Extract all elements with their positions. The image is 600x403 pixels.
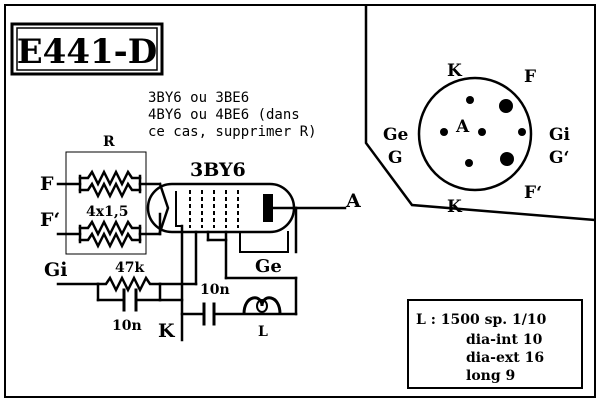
coil-spec-line2: dia-int 10 <box>466 332 543 348</box>
tube-3by6: 3BY6 <box>146 159 298 234</box>
resistor-bank-label: R <box>103 134 115 150</box>
socket-pin-a <box>478 128 486 136</box>
socket-pin-ge <box>440 128 448 136</box>
tube-name: 3BY6 <box>190 159 246 181</box>
tube-note: 3BY6 ou 3BE6 4BY6 ou 4BE6 (dans ce cas, … <box>148 90 317 140</box>
label-a: A <box>345 190 361 212</box>
label-47k: 47k <box>115 260 144 276</box>
label-k: K <box>158 320 176 342</box>
socket-pin-k-bottom <box>465 159 473 167</box>
coil-spec-box: L : 1500 sp. 1/10 dia-int 10 dia-ext 16 … <box>407 299 583 389</box>
tube-note-line2: 4BY6 ou 4BE6 (dans <box>148 107 300 123</box>
socket-label-ge: Ge <box>383 125 409 145</box>
resistor-bank-r: R 4x1,5 <box>65 134 147 255</box>
socket-label-k-bottom: K <box>447 197 463 217</box>
socket-label-gi: Gi <box>549 125 571 145</box>
coil-spec-line1: L : 1500 sp. 1/10 <box>416 312 547 328</box>
socket-label-a: A <box>455 117 470 137</box>
socket-label-g: G <box>388 148 403 168</box>
socket-pin-f-bottom <box>500 152 514 166</box>
label-coil-l: L <box>258 324 268 340</box>
resistor-bank-value: 4x1,5 <box>86 204 128 220</box>
label-f-prime: F‘ <box>40 209 60 231</box>
resistor-47k <box>96 275 162 293</box>
tube-note-line1: 3BY6 ou 3BE6 <box>148 90 249 106</box>
coil-l: L <box>242 296 282 340</box>
socket-pin-f-top <box>499 99 513 113</box>
socket-pin-gi <box>518 128 526 136</box>
title-box: E441-D <box>10 22 164 76</box>
label-cap-10n-left: 10n <box>112 318 142 334</box>
resistor-top-2 <box>78 181 142 199</box>
resistor-bottom-1 <box>78 219 142 237</box>
tube-cathode <box>175 191 183 227</box>
coil-spec-line3: dia-ext 16 <box>466 350 544 366</box>
tube-note-line3: ce cas, supprimer R) <box>148 124 317 140</box>
label-ge: Ge <box>255 256 282 277</box>
resistor-bottom-2 <box>78 231 142 249</box>
page-title: E441-D <box>17 32 157 72</box>
socket-label-f-top: F <box>524 67 536 87</box>
tube-filament <box>158 182 170 234</box>
label-f: F <box>40 173 54 195</box>
label-cap-10n-mid: 10n <box>200 282 230 298</box>
socket-label-k-top: K <box>447 61 463 81</box>
socket-label-f-bottom: F‘ <box>524 183 542 203</box>
label-gi: Gi <box>44 259 67 281</box>
socket-pin-k-top <box>466 96 474 104</box>
tube-anode <box>263 194 273 222</box>
tube-socket-circle <box>417 76 533 192</box>
tube-envelope <box>146 182 296 234</box>
socket-label-g-prime: G‘ <box>549 148 569 168</box>
resistor-bank-frame <box>65 151 147 255</box>
coil-spec-line4: long 9 <box>466 368 515 384</box>
socket-panel: K F A Ge G Gi G‘ K F‘ <box>364 5 596 222</box>
resistor-top-1 <box>78 169 142 187</box>
outer-frame <box>4 4 596 398</box>
